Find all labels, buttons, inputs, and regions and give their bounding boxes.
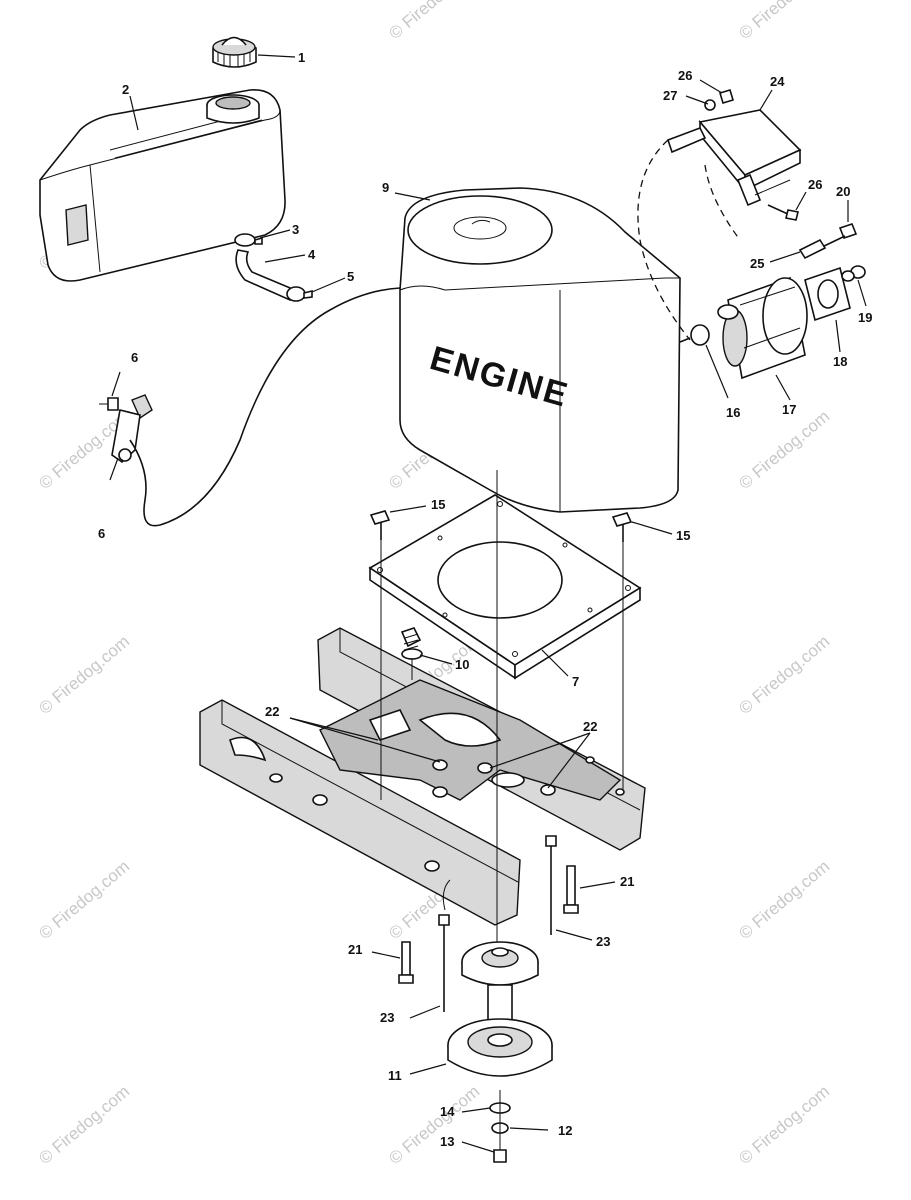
callout-17: 17 <box>782 402 796 417</box>
fuel-cap <box>212 36 257 68</box>
watermark: © Firedog.com <box>735 632 833 718</box>
muffler-assembly <box>717 276 808 380</box>
callout-22: 22 <box>583 719 597 734</box>
callout-18: 18 <box>833 354 847 369</box>
callout-3: 3 <box>292 222 299 237</box>
callout-9: 9 <box>382 180 389 195</box>
fuel-line-assembly <box>234 233 313 302</box>
callout-21: 21 <box>620 874 634 889</box>
fuel-tank <box>39 89 286 282</box>
stud-23-left <box>438 914 450 1012</box>
throttle-control <box>99 287 401 527</box>
callout-7: 7 <box>572 674 579 689</box>
callout-6: 6 <box>131 350 138 365</box>
engine: ENGINE <box>399 187 681 513</box>
bolt-20 <box>819 223 858 249</box>
callouts: 1 2 3 4 5 6 6 9 15 15 10 7 22 22 21 23 2… <box>98 50 872 1149</box>
mount-bolt <box>369 510 391 540</box>
callout-25: 25 <box>750 256 764 271</box>
callout-10: 10 <box>455 657 469 672</box>
callout-22: 22 <box>265 704 279 719</box>
callout-15: 15 <box>676 528 690 543</box>
watermark: © Firedog.com <box>385 1082 483 1168</box>
callout-6: 6 <box>98 526 105 541</box>
stud-23-right <box>545 835 557 935</box>
frame-assembly <box>199 627 646 926</box>
callout-12: 12 <box>558 1123 572 1138</box>
callout-26: 26 <box>808 177 822 192</box>
callout-5: 5 <box>347 269 354 284</box>
callout-14: 14 <box>440 1104 455 1119</box>
watermark: © Firedog.com <box>35 1082 133 1168</box>
clip-25 <box>798 238 827 260</box>
watermark: © Firedog.com <box>735 407 833 493</box>
pulley-upper <box>461 941 539 986</box>
assembly-path <box>637 139 691 341</box>
bolt-13 <box>493 1149 507 1163</box>
callout-16: 16 <box>726 405 740 420</box>
stud-21-right <box>563 865 579 914</box>
callout-4: 4 <box>308 247 316 262</box>
assembly-path <box>704 164 741 241</box>
watermark: © Firedog.com <box>35 857 133 943</box>
callout-21: 21 <box>348 942 362 957</box>
bracket-bolt <box>704 89 734 111</box>
callout-19: 19 <box>858 310 872 325</box>
stud-21-left <box>398 941 414 984</box>
adapter-16 <box>679 324 710 346</box>
watermark: © Firedog.com <box>35 632 133 718</box>
callout-11: 11 <box>388 1068 402 1083</box>
spring-bolt <box>400 627 423 660</box>
gasket <box>804 266 851 322</box>
watermark: © Firedog.com <box>735 0 833 43</box>
callout-23: 23 <box>596 934 610 949</box>
callout-26: 26 <box>678 68 692 83</box>
callout-15: 15 <box>431 497 445 512</box>
callout-24: 24 <box>770 74 785 89</box>
callout-23: 23 <box>380 1010 394 1025</box>
pulley-lower <box>447 1018 553 1077</box>
shield-bracket <box>666 109 802 207</box>
wire <box>442 879 451 911</box>
nut <box>841 265 866 282</box>
leader-lines <box>109 54 867 1153</box>
watermark: © Firedog.com <box>735 1082 833 1168</box>
engine-mount-plate <box>368 494 642 680</box>
watermark: © Firedog.com <box>385 0 483 43</box>
watermark: © Firedog.com <box>735 857 833 943</box>
callout-27: 27 <box>663 88 677 103</box>
bracket-bolt <box>767 204 799 221</box>
mount-bolt <box>611 512 633 542</box>
callout-2: 2 <box>122 82 129 97</box>
callout-1: 1 <box>298 50 305 65</box>
callout-13: 13 <box>440 1134 454 1149</box>
callout-20: 20 <box>836 184 850 199</box>
